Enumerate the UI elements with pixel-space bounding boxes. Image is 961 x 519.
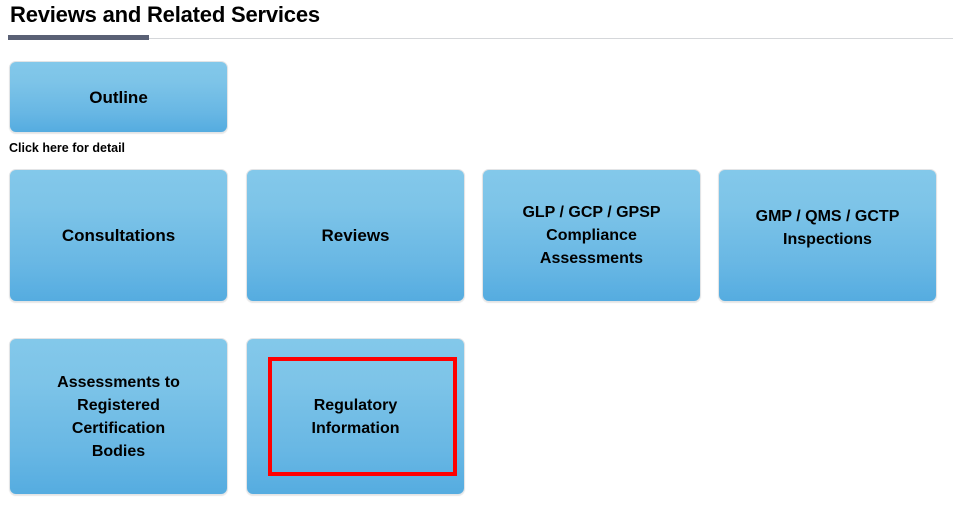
click-here-for-detail-caption: Click here for detail bbox=[9, 141, 126, 155]
tile-reviews-label: Reviews bbox=[321, 226, 390, 245]
page-title: Reviews and Related Services bbox=[10, 2, 320, 27]
tile-gmp-qms-gctp-inspections[interactable]: GMP / QMS / GCTP Inspections bbox=[718, 169, 937, 302]
tile-consultations[interactable]: Consultations bbox=[9, 169, 228, 302]
tile-consultations-label: Consultations bbox=[61, 226, 176, 245]
title-rule-accent bbox=[8, 35, 149, 40]
tile-assessments-to-registered-certification-bodies-label: Assessments to Registered Certification … bbox=[57, 373, 180, 460]
tile-regulatory-information[interactable]: Regulatory Information bbox=[246, 338, 465, 495]
tile-outline-label: Outline bbox=[89, 87, 148, 107]
tile-assessments-to-registered-certification-bodies[interactable]: Assessments to Registered Certification … bbox=[9, 338, 228, 495]
tile-glp-gcp-gpsp-compliance-assessments[interactable]: GLP / GCP / GPSP Compliance Assessments bbox=[482, 169, 701, 302]
tile-glp-gcp-gpsp-compliance-assessments-label: GLP / GCP / GPSP Compliance Assessments bbox=[522, 204, 661, 267]
tile-outline[interactable]: Outline bbox=[9, 61, 228, 133]
tile-gmp-qms-gctp-inspections-label: GMP / QMS / GCTP Inspections bbox=[755, 207, 900, 248]
tile-regulatory-information-label: Regulatory Information bbox=[311, 396, 400, 437]
title-rule bbox=[8, 38, 953, 39]
tile-reviews[interactable]: Reviews bbox=[246, 169, 465, 302]
page-header: Reviews and Related Services bbox=[0, 0, 961, 44]
